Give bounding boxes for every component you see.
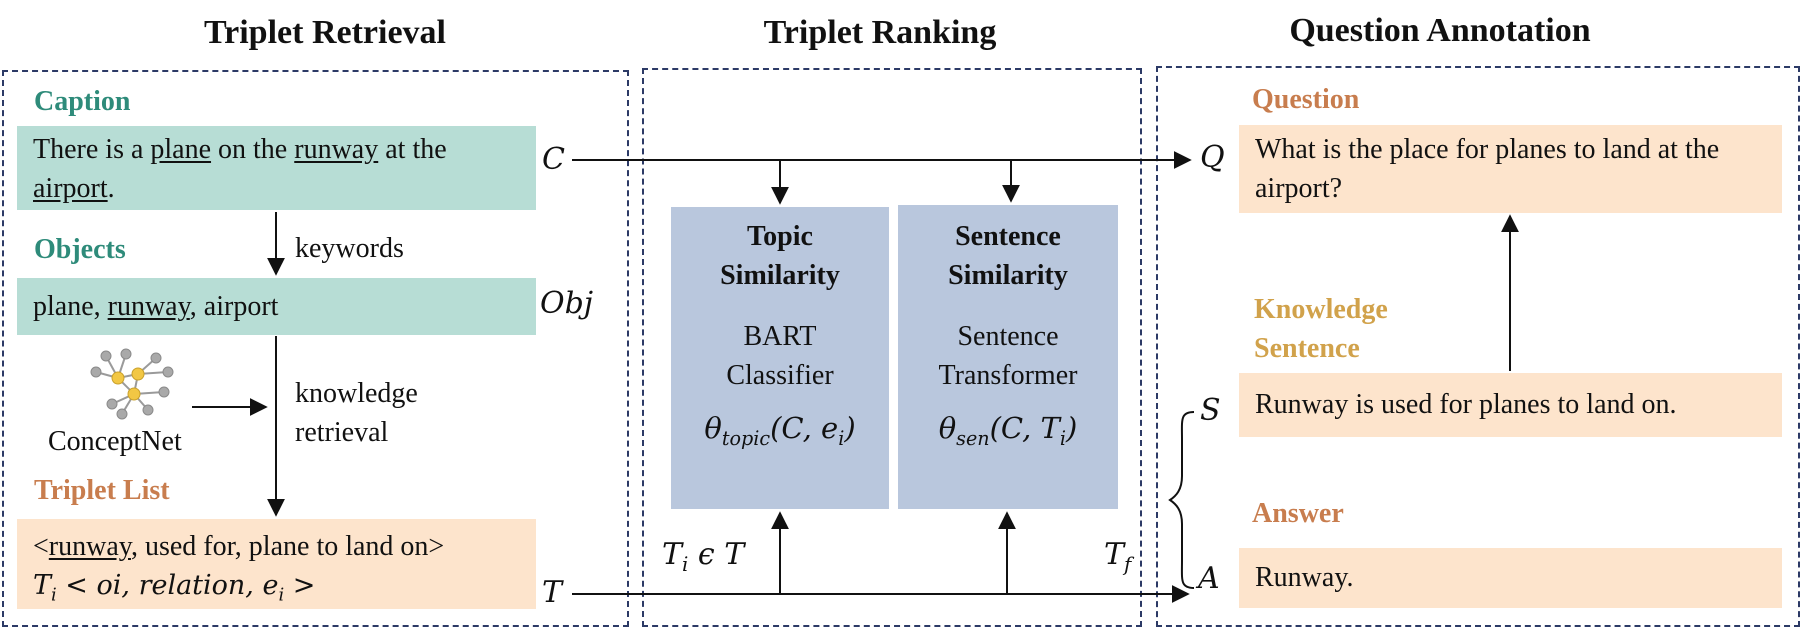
knowledge-retrieval-label: knowledge retrieval bbox=[295, 374, 418, 452]
objects-text-part: plane, bbox=[33, 291, 108, 322]
panel-triplet-ranking bbox=[642, 68, 1142, 627]
symbol-obj: Obj bbox=[540, 286, 594, 321]
triplet-formula: Ti < oi, relation, ei > bbox=[33, 566, 520, 614]
sentence-model-name: Sentence bbox=[957, 321, 1059, 352]
triplet-keyword-runway: runway bbox=[48, 531, 131, 562]
formula-sub: topic bbox=[721, 426, 771, 450]
title-triplet-ranking: Triplet Ranking bbox=[763, 14, 997, 51]
formula-part: > bbox=[284, 570, 316, 601]
symbol-tf: Tf bbox=[1104, 537, 1131, 576]
title-triplet-retrieval: Triplet Retrieval bbox=[203, 14, 446, 51]
formula-part: θ bbox=[938, 411, 957, 445]
conceptnet-graph-icon bbox=[90, 348, 174, 420]
caption-text-part: There is a bbox=[33, 134, 151, 165]
formula-sub: i bbox=[278, 584, 285, 606]
symbol-t: T bbox=[542, 575, 563, 610]
sentence-model-name: Transformer bbox=[938, 360, 1078, 391]
triplet-text-part: , used for, plane to land on> bbox=[130, 531, 445, 562]
formula-part: ) bbox=[1065, 411, 1078, 445]
title-question-annotation: Question Annotation bbox=[1289, 12, 1591, 49]
knowledge-sentence-label-line: Knowledge bbox=[1254, 294, 1388, 325]
caption-text-part: . bbox=[107, 173, 115, 204]
formula-part: < oi, relation, e bbox=[56, 570, 279, 601]
caption-keyword-runway: runway bbox=[294, 134, 379, 165]
symbol-sub: f bbox=[1124, 553, 1132, 576]
formula-sub: i bbox=[838, 426, 845, 450]
caption-text-part: on the bbox=[211, 134, 295, 165]
triplet-text-part: < bbox=[33, 531, 49, 562]
panel-question-annotation bbox=[1156, 66, 1800, 627]
keywords-label: keywords bbox=[295, 233, 404, 264]
answer-label: Answer bbox=[1252, 498, 1344, 529]
knowledge-sentence-box: Runway is used for planes to land on. bbox=[1239, 373, 1782, 437]
sentence-similarity-title: Sentence bbox=[955, 221, 1061, 252]
objects-label: Objects bbox=[34, 234, 126, 265]
symbol-part: ϵ T bbox=[688, 537, 745, 572]
topic-formula: θtopic(C, ei) bbox=[671, 409, 889, 458]
symbol-s: S bbox=[1200, 393, 1221, 428]
triplet-list-label: Triplet List bbox=[34, 475, 170, 506]
sentence-formula: θsen(C, Ti) bbox=[898, 409, 1118, 458]
answer-box: Runway. bbox=[1239, 548, 1782, 608]
objects-box: plane, runway, airport bbox=[17, 278, 536, 335]
formula-part: ) bbox=[844, 411, 856, 445]
symbol-part: T bbox=[662, 537, 683, 572]
objects-text-part: , airport bbox=[189, 291, 279, 322]
formula-part: T bbox=[33, 570, 52, 601]
sentence-similarity-title: Similarity bbox=[948, 260, 1068, 291]
panel-triplet-retrieval bbox=[2, 70, 629, 627]
formula-part: (C, T bbox=[989, 411, 1060, 445]
sentence-similarity-box: Sentence Similarity Sentence Transformer… bbox=[898, 205, 1118, 509]
knowledge-sentence-label: Knowledge Sentence bbox=[1254, 290, 1388, 368]
formula-part: (C, e bbox=[770, 411, 839, 445]
symbol-a: A bbox=[1198, 561, 1220, 596]
caption-keyword-airport: airport bbox=[33, 173, 108, 204]
symbol-c: C bbox=[542, 142, 565, 177]
triplet-list-box: <runway, used for, plane to land on> Ti … bbox=[17, 519, 536, 609]
symbol-part: T bbox=[1104, 537, 1125, 572]
question-box: What is the place for planes to land at … bbox=[1239, 125, 1782, 213]
formula-sub: i bbox=[1059, 426, 1066, 450]
question-label: Question bbox=[1252, 84, 1360, 115]
caption-text-part: at the bbox=[378, 134, 447, 165]
topic-model-name: Classifier bbox=[726, 360, 834, 391]
topic-model-name: BART bbox=[743, 321, 817, 352]
knowledge-sentence-label-line: Sentence bbox=[1254, 333, 1360, 364]
symbol-ti-in-t: Ti ϵ T bbox=[662, 537, 744, 576]
conceptnet-label: ConceptNet bbox=[48, 426, 182, 457]
symbol-sub: i bbox=[682, 553, 689, 576]
topic-similarity-box: Topic Similarity BART Classifier θtopic(… bbox=[671, 207, 889, 509]
formula-sub: i bbox=[51, 584, 57, 606]
topic-similarity-title: Topic bbox=[747, 221, 813, 252]
symbol-q: Q bbox=[1200, 140, 1225, 175]
triplet-example: <runway, used for, plane to land on> bbox=[33, 527, 520, 566]
formula-part: θ bbox=[704, 411, 722, 445]
topic-similarity-title: Similarity bbox=[720, 260, 840, 291]
formula-sub: sen bbox=[956, 426, 990, 450]
objects-keyword-runway: runway bbox=[107, 291, 190, 322]
caption-label: Caption bbox=[34, 86, 131, 117]
knowledge-retrieval-line: retrieval bbox=[295, 417, 389, 448]
caption-box: There is a plane on the runway at the ai… bbox=[17, 126, 536, 210]
caption-keyword-plane: plane bbox=[150, 134, 212, 165]
knowledge-retrieval-line: knowledge bbox=[295, 378, 418, 409]
